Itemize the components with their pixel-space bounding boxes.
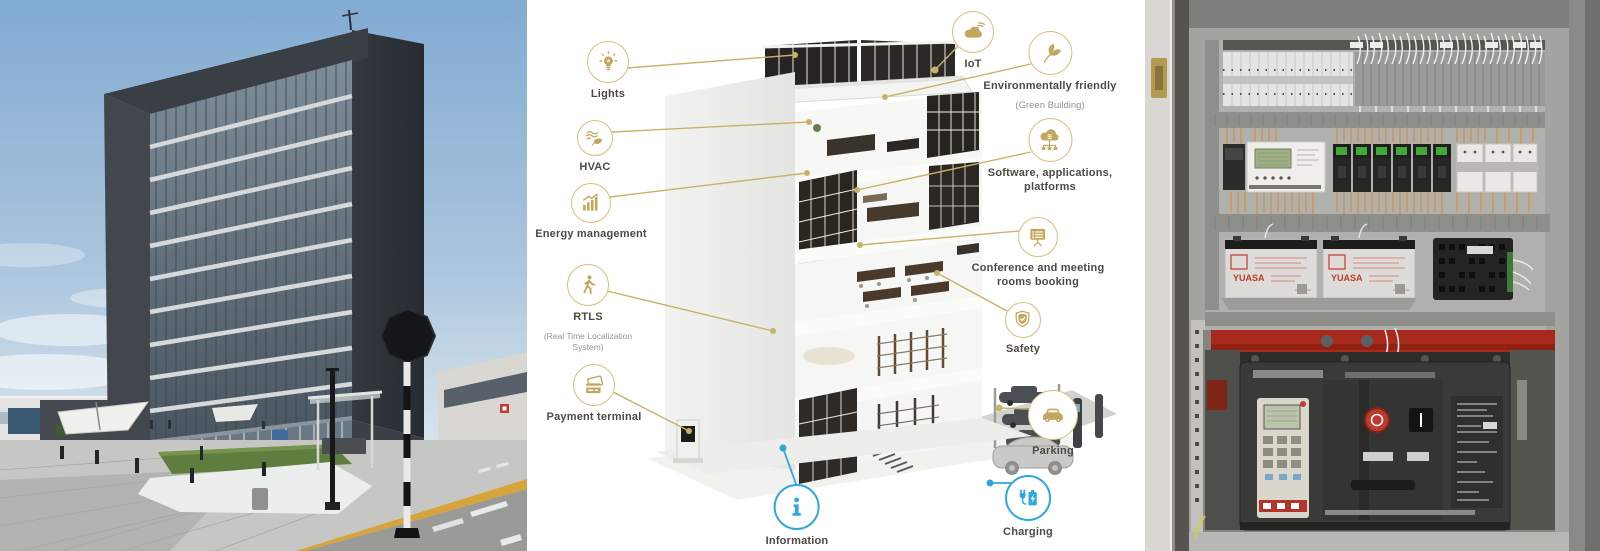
airflow-leaf-icon — [586, 131, 603, 147]
contactors — [1456, 143, 1538, 193]
information-circle — [773, 484, 820, 530]
cloud-wifi-icon — [964, 21, 985, 38]
paver-lines — [0, 455, 321, 551]
eco-label: Environmentally friendly — [983, 80, 1117, 92]
rtls-circle — [567, 264, 609, 306]
information-icon — [792, 497, 802, 516]
battery: YUASA — [1224, 236, 1318, 299]
conference-label: Conference and meeting rooms booking — [971, 262, 1105, 288]
eco-circle — [1027, 31, 1072, 75]
pedestrians — [150, 420, 265, 429]
ev-charging-icon — [1019, 489, 1037, 506]
cloud-network-icon — [1040, 129, 1059, 150]
open-button[interactable] — [1364, 407, 1390, 433]
blank-wall — [665, 72, 795, 470]
office-building-scene — [0, 0, 527, 551]
rtls-label: RTLS — [573, 311, 603, 323]
callout-charging: Charging — [1003, 475, 1053, 540]
eco-sublabel: (Green Building) — [1015, 99, 1085, 111]
lightbulb-icon — [599, 50, 617, 70]
cabinet-door-edge — [1145, 0, 1189, 551]
battery-brand-text: YUASA — [1233, 273, 1265, 283]
base-plinth — [657, 418, 1032, 474]
payment-circle — [573, 364, 615, 406]
safety-circle — [1005, 302, 1041, 338]
iot-label: IoT — [964, 58, 982, 70]
striped-pole — [403, 362, 411, 528]
control-panel-photo: YUASA YUASA — [1145, 0, 1600, 551]
plc-module — [1246, 141, 1326, 193]
payment-kiosk — [673, 419, 703, 463]
cutaway-building — [657, 40, 1032, 484]
battery-brand-text: YUASA — [1331, 273, 1363, 283]
information-label: Information — [765, 535, 829, 547]
callout-conference: Conference and meeting rooms booking — [968, 217, 1108, 290]
ev-charger-post — [1095, 394, 1103, 438]
callout-parking: Parking — [1028, 390, 1078, 459]
callout-software: Software, applications, platforms — [988, 118, 1113, 195]
control-panel-scene: YUASA YUASA — [1145, 0, 1600, 551]
callout-hvac: HVAC — [577, 120, 613, 175]
charging-label: Charging — [1003, 526, 1053, 538]
breaker-control-unit — [1257, 398, 1309, 518]
retail-shelves — [877, 395, 935, 450]
presentation-checklist-icon — [1030, 229, 1046, 247]
callout-information: Information — [766, 484, 829, 549]
main-circuit-breaker[interactable] — [1239, 352, 1511, 531]
callout-payment: Payment terminal — [529, 364, 659, 425]
callout-rtls: RTLS (Real Time Localization System) — [538, 264, 638, 353]
hvac-circle — [577, 120, 613, 156]
office-building-photo — [0, 0, 527, 551]
bar-chart-growth-icon — [583, 193, 599, 211]
wire-duct — [1205, 112, 1545, 128]
breaker-bay — [1203, 327, 1555, 540]
plc-and-breakers-row — [1223, 128, 1538, 214]
floor-slabs — [149, 93, 353, 414]
cabinet-floor — [1189, 532, 1569, 551]
rtls-sublabel: (Real Time Localization System) — [543, 330, 633, 352]
car-icon — [1043, 408, 1063, 423]
parking-circle — [1028, 390, 1078, 440]
energy-circle — [571, 183, 611, 223]
callout-safety: Safety — [1005, 302, 1041, 357]
credit-card-icon — [585, 375, 603, 393]
energy-label: Energy management — [535, 228, 647, 240]
shield-check-icon — [1016, 311, 1030, 328]
wire-duct — [1205, 214, 1550, 232]
callout-energy: Energy management — [527, 183, 656, 242]
battery-row: YUASA YUASA — [1221, 223, 1534, 310]
io-terminal-module — [1433, 238, 1534, 300]
rating-plate — [1451, 396, 1503, 508]
safety-label: Safety — [1005, 343, 1041, 355]
payment-label: Payment terminal — [546, 411, 642, 423]
green-leaves-icon — [1043, 43, 1061, 63]
conference-circle — [1018, 217, 1058, 257]
orange-wires — [1226, 128, 1534, 214]
stop-sign[interactable] — [379, 307, 437, 538]
shelf-rail — [1205, 312, 1555, 326]
hvac-label: HVAC — [579, 161, 611, 173]
close-button[interactable] — [1409, 408, 1433, 432]
software-label: Software, applications, platforms — [987, 167, 1113, 193]
callout-lights: Lights — [587, 41, 629, 102]
charging-circle — [1004, 475, 1051, 521]
office-tower — [104, 9, 424, 474]
smart-building-infographic: Lights HVAC — [527, 0, 1145, 551]
callout-eco: Environmentally friendly (Green Building… — [983, 31, 1116, 112]
building-cutaway-illustration — [647, 40, 1117, 500]
circuit-breakers — [1333, 144, 1451, 192]
lights-label: Lights — [590, 88, 626, 100]
parking-label: Parking — [1032, 445, 1074, 457]
bollards — [60, 446, 266, 483]
battery: YUASA — [1322, 236, 1416, 299]
top-terminal-row — [1223, 32, 1545, 122]
ground-wire — [1194, 515, 1206, 539]
light-pole[interactable] — [325, 368, 340, 510]
road — [296, 462, 527, 551]
lights-circle — [587, 41, 629, 83]
software-circle — [1028, 118, 1072, 162]
walking-person-icon — [583, 274, 596, 294]
